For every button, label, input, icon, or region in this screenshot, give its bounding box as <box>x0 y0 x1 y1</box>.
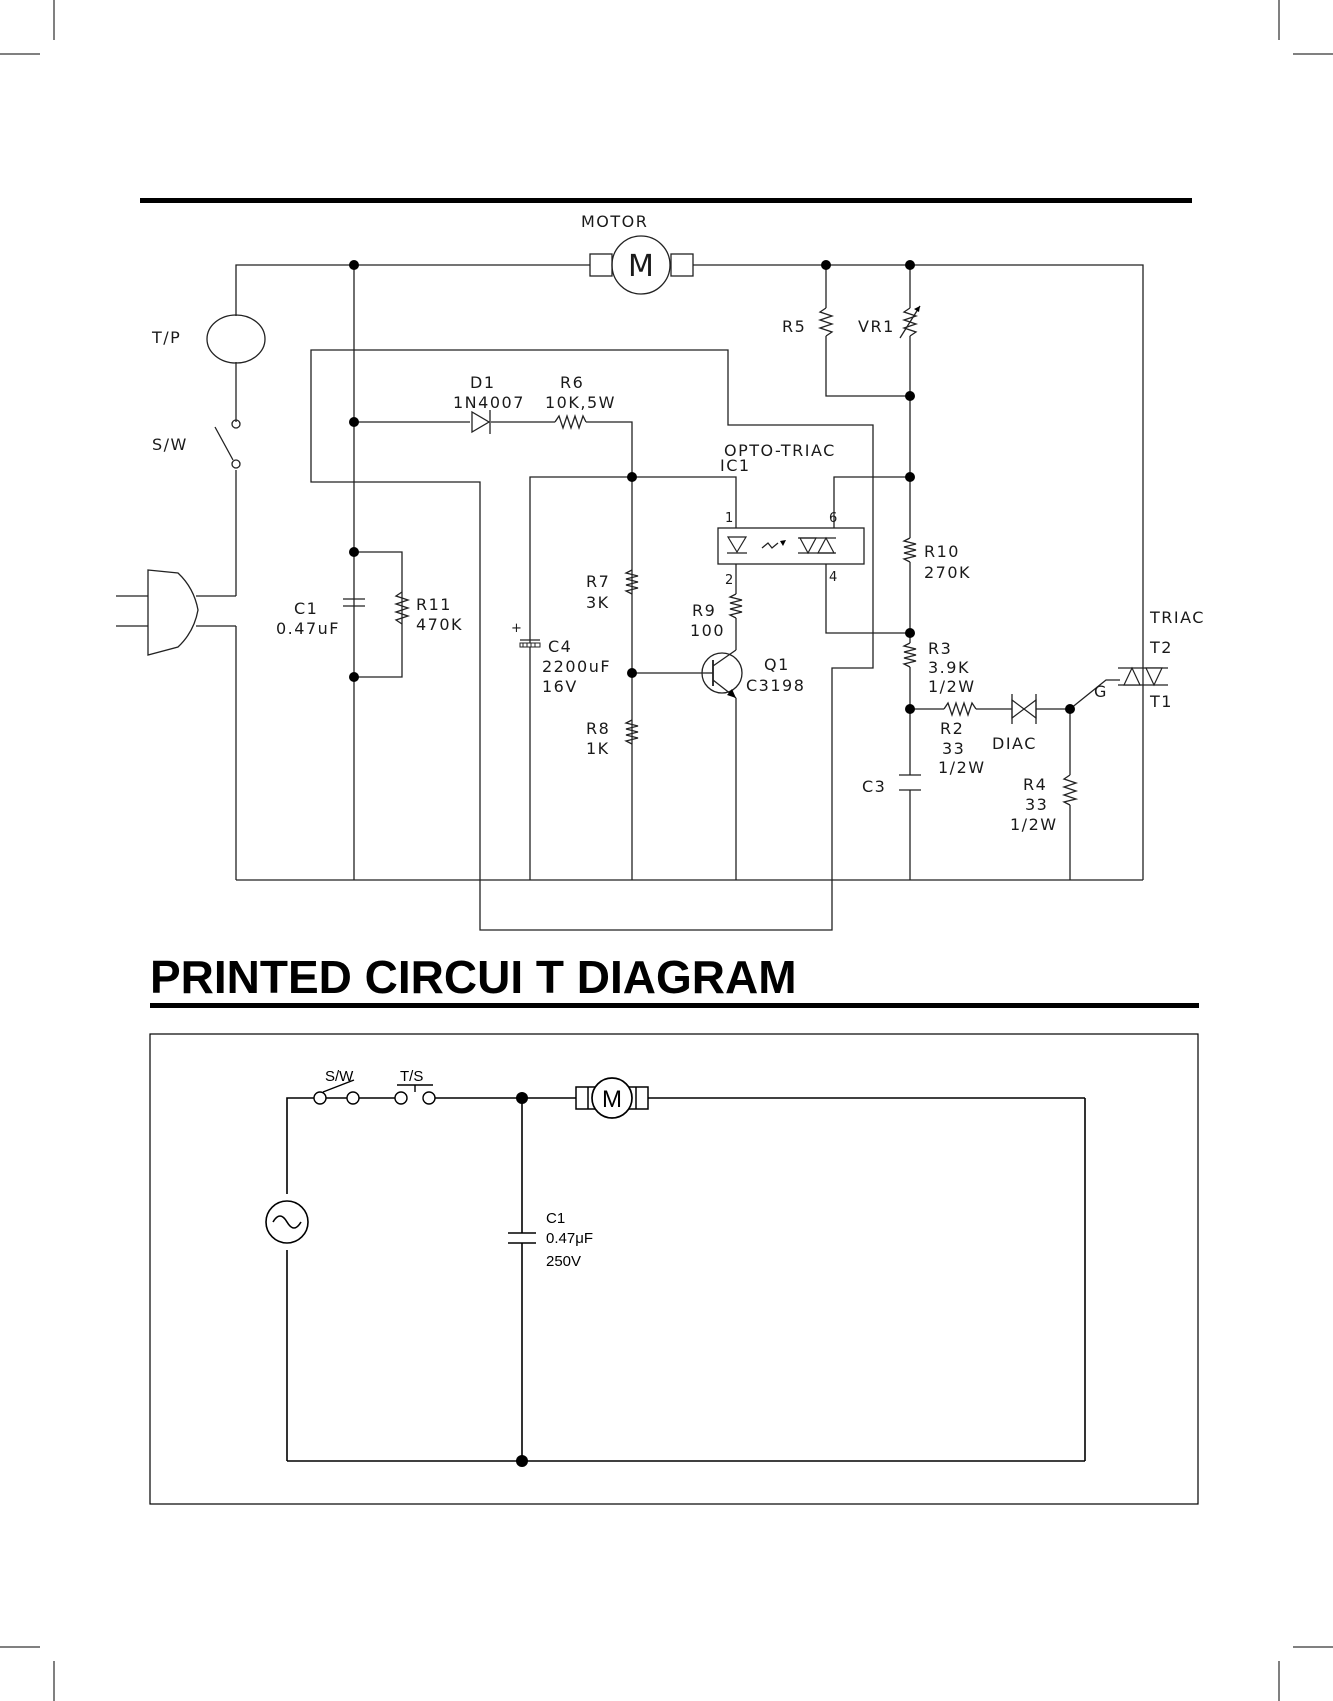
c4-plus: + <box>511 621 523 636</box>
r4-resistor <box>1064 775 1076 805</box>
junction-dots <box>349 260 1075 714</box>
ic1-label: IC1 <box>720 456 751 475</box>
r7-value: 3K <box>586 593 610 612</box>
q1-label: Q1 <box>764 655 790 674</box>
r5-label: R5 <box>782 317 806 336</box>
c4-voltage: 16V <box>542 677 578 696</box>
motor-symbol: M <box>590 236 693 294</box>
r8-value: 1K <box>586 739 610 758</box>
pin6-label: 6 <box>829 511 838 526</box>
c1-value: 0.47uF <box>276 619 340 638</box>
q1-part: C3198 <box>746 676 805 695</box>
r11-value: 470K <box>416 615 463 634</box>
g-label: G <box>1094 682 1108 701</box>
r10-resistor <box>904 538 916 562</box>
motor-glyph: M <box>628 249 654 284</box>
pcb-track-outline <box>311 350 873 930</box>
sw-label: S/W <box>152 435 188 454</box>
r10-label: R10 <box>924 542 960 561</box>
pin4-label: 4 <box>829 570 838 585</box>
r6-value: 10K,5W <box>545 393 616 412</box>
printed-wires <box>287 1098 1085 1461</box>
r7-label: R7 <box>586 572 610 591</box>
diac-label: DIAC <box>992 734 1037 753</box>
opto-triac-ic <box>718 528 864 564</box>
r3-resistor <box>904 643 916 667</box>
printed-sw-label: S/W <box>325 1068 354 1085</box>
r2-resistor <box>944 703 976 715</box>
r3-value: 3.9K <box>928 658 970 677</box>
c3-capacitor <box>899 775 921 790</box>
printed-circuit-diagram: S/W T/S M C1 0.47μF 250V <box>150 1034 1198 1504</box>
diac-symbol <box>1012 694 1036 724</box>
q1-transistor <box>702 650 742 698</box>
schematic-diagram: M MOTOR T/P S/W C1 0.47uF R11 470K <box>116 212 1205 930</box>
thermal-protector-symbol <box>207 315 265 363</box>
wires <box>196 265 1143 880</box>
r10-value: 270K <box>924 563 971 582</box>
c3-label: C3 <box>862 777 886 796</box>
c1-label: C1 <box>294 599 318 618</box>
r3-label: R3 <box>928 639 952 658</box>
printed-c1-capacitor <box>508 1233 536 1243</box>
d1-part: 1N4007 <box>453 393 525 412</box>
switch-symbol <box>215 420 240 468</box>
title-rule <box>150 1003 1199 1008</box>
thermal-switch-symbol <box>395 1085 435 1104</box>
d1-diode <box>472 410 490 434</box>
printed-ts-label: T/S <box>400 1068 423 1085</box>
c4-value: 2200uF <box>542 657 611 676</box>
printed-junction-top <box>516 1092 528 1104</box>
t2-label: T2 <box>1149 638 1173 657</box>
printed-motor-symbol: M <box>576 1078 648 1118</box>
r6-label: R6 <box>560 373 584 392</box>
top-rule <box>140 198 1192 203</box>
motor-label: MOTOR <box>581 212 648 231</box>
printed-c1-value: 0.47μF <box>546 1230 593 1247</box>
plug-icon <box>116 570 198 655</box>
ac-source-icon <box>266 1201 308 1243</box>
printed-junction-bottom <box>516 1455 528 1467</box>
r4-value: 33 <box>1025 795 1048 814</box>
printed-c1-label: C1 <box>546 1210 565 1227</box>
d1-label: D1 <box>470 373 496 392</box>
r9-value: 100 <box>690 621 725 640</box>
r11-label: R11 <box>416 595 452 614</box>
r5-resistor <box>820 308 832 336</box>
tp-label: T/P <box>151 328 181 347</box>
pin2-label: 2 <box>725 573 734 588</box>
r4-wattage: 1/2W <box>1010 815 1058 834</box>
r8-label: R8 <box>586 719 610 738</box>
vr1-label: VR1 <box>858 317 895 336</box>
pin1-label: 1 <box>725 511 734 526</box>
printed-motor-glyph: M <box>602 1086 622 1113</box>
r9-label: R9 <box>692 601 716 620</box>
r9-resistor <box>730 594 742 618</box>
c4-label: C4 <box>548 637 572 656</box>
r2-label: R2 <box>940 719 964 738</box>
printed-c1-voltage: 250V <box>546 1253 581 1270</box>
triac-label: TRIAC <box>1149 608 1205 627</box>
r3-wattage: 1/2W <box>928 677 976 696</box>
r6-resistor <box>555 416 586 428</box>
printed-frame <box>150 1034 1198 1504</box>
section-title: PRINTED CIRCUI T DIAGRAM <box>150 951 797 1003</box>
t1-label: T1 <box>1149 692 1173 711</box>
r4-label: R4 <box>1023 775 1047 794</box>
r2-wattage: 1/2W <box>938 758 986 777</box>
vr1-variable-resistor <box>900 306 920 338</box>
r2-value: 33 <box>942 739 965 758</box>
